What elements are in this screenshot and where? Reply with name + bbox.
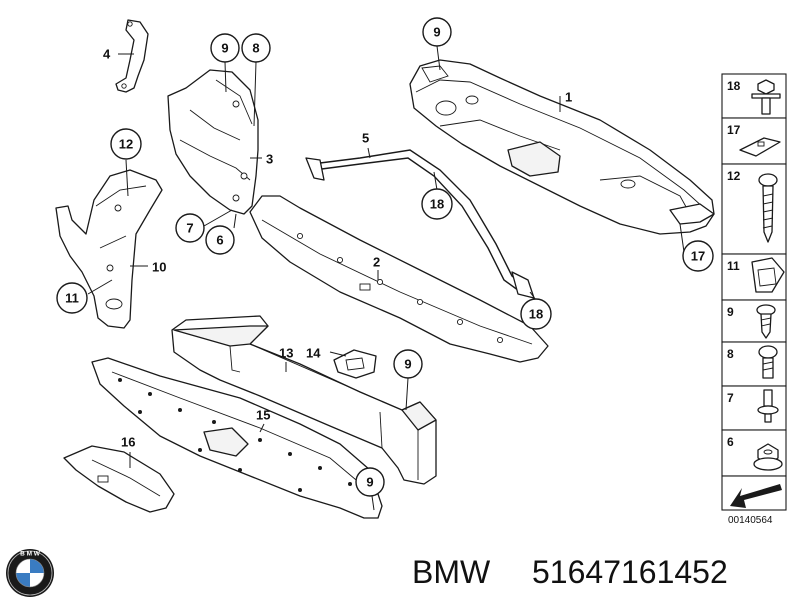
legend-item-18: 18 <box>721 73 787 119</box>
label-16: 16 <box>121 435 135 450</box>
rivet-icon <box>757 389 779 423</box>
bmw-logo: B M W <box>6 549 54 597</box>
callout-9: 9 <box>422 17 452 47</box>
svg-text:8: 8 <box>727 347 734 361</box>
svg-text:18: 18 <box>430 197 444 212</box>
part-2-carrier <box>249 195 549 363</box>
svg-text:12: 12 <box>119 137 133 152</box>
label-13: 13 <box>279 346 293 361</box>
callouts: 9 8 9 5 1 4 3 12 18 7 6 2 10 <box>56 17 714 497</box>
label-1: 1 <box>565 90 572 105</box>
part-10-bracket <box>55 169 163 329</box>
svg-text:6: 6 <box>216 233 223 248</box>
callout-9: 9 <box>355 467 385 497</box>
footer-brand: BMW <box>412 554 491 590</box>
tapping-screw-icon <box>756 304 776 339</box>
leader-lines <box>87 45 685 511</box>
legend-item-7: 7 <box>721 385 787 431</box>
legend-item-8: 8 <box>721 341 787 387</box>
bolt-flange-icon <box>751 79 781 115</box>
part-1-cover <box>409 59 715 235</box>
hex-nut-icon <box>753 443 783 471</box>
arrow-shape-icon <box>730 484 782 508</box>
bmw-roundel-icon: B M W <box>6 549 54 597</box>
callout-6: 6 <box>205 225 235 255</box>
part-13-crossmember <box>171 315 437 485</box>
svg-text:6: 6 <box>727 435 734 449</box>
svg-text:17: 17 <box>691 249 705 264</box>
callout-18: 18 <box>421 188 453 220</box>
svg-text:11: 11 <box>727 259 740 273</box>
label-5: 5 <box>362 131 369 146</box>
spring-nut-icon <box>751 257 785 293</box>
long-screw-icon <box>758 173 778 243</box>
callout-9: 9 <box>210 33 240 63</box>
hex-socket-screw-icon <box>758 345 778 379</box>
svg-text:17: 17 <box>727 123 741 137</box>
part-14-clip <box>333 349 377 379</box>
svg-text:18: 18 <box>727 79 741 93</box>
part-4-bracket <box>115 19 149 93</box>
part-15-underbody-panel <box>91 357 383 519</box>
legend-item-17: 17 <box>721 117 787 165</box>
svg-text:7: 7 <box>186 221 193 236</box>
legend-item-11: 11 <box>721 253 787 301</box>
svg-text:9: 9 <box>433 25 440 40</box>
document-number: 00140564 <box>728 515 773 526</box>
callout-12: 12 <box>110 128 142 160</box>
label-14: 14 <box>306 346 321 361</box>
callout-8: 8 <box>241 33 271 63</box>
svg-text:7: 7 <box>727 391 734 405</box>
svg-text:9: 9 <box>366 475 373 490</box>
legend-item-arrow <box>721 475 787 511</box>
label-2: 2 <box>373 255 380 270</box>
label-15: 15 <box>256 408 270 423</box>
svg-text:9: 9 <box>404 357 411 372</box>
callout-9: 9 <box>393 349 423 379</box>
label-10: 10 <box>152 260 166 275</box>
svg-text:12: 12 <box>727 169 741 183</box>
legend-item-9: 9 <box>721 299 787 343</box>
svg-text:11: 11 <box>65 291 79 306</box>
legend-item-12: 12 <box>721 163 787 255</box>
footer-part-number: 51647161452 <box>532 554 728 590</box>
label-3: 3 <box>266 152 273 167</box>
part-5-stay-rod <box>305 149 535 299</box>
svg-text:9: 9 <box>727 305 734 319</box>
part-3-bracket <box>167 69 259 215</box>
callout-11: 11 <box>56 282 88 314</box>
legend-item-6: 6 <box>721 429 787 477</box>
svg-text:8: 8 <box>252 41 259 56</box>
callout-18: 18 <box>520 298 552 330</box>
callout-17: 17 <box>682 240 714 272</box>
svg-text:18: 18 <box>529 307 543 322</box>
callout-7: 7 <box>175 213 205 243</box>
label-4: 4 <box>103 47 111 62</box>
svg-text:9: 9 <box>221 41 228 56</box>
hardware-legend: 18 17 12 <box>721 73 787 526</box>
part-16-deflector <box>63 445 175 513</box>
clip-plate-icon <box>739 137 781 157</box>
svg-text:B M W: B M W <box>20 551 41 558</box>
